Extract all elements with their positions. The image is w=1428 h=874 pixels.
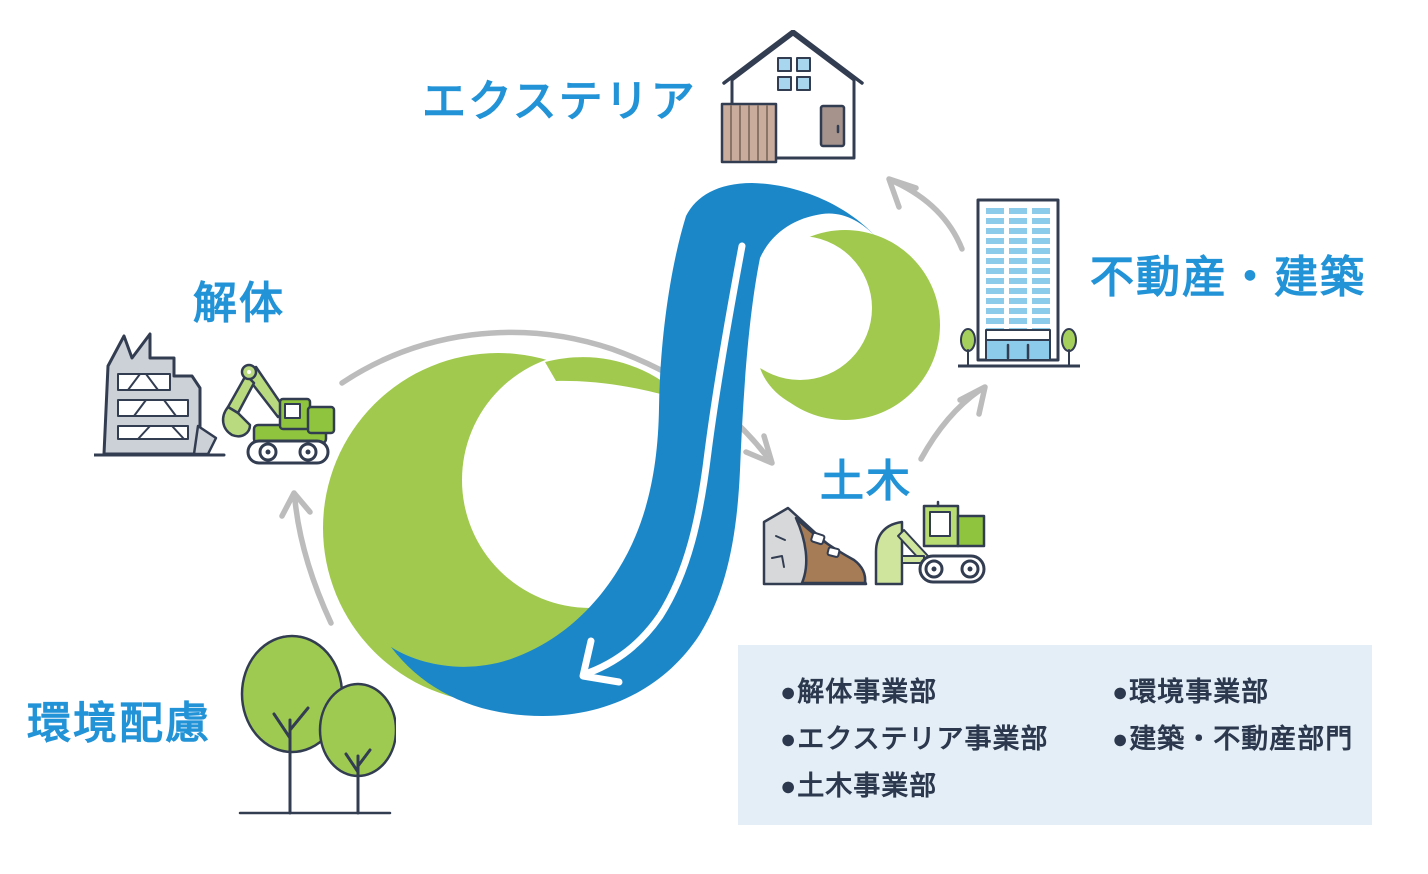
label-real-estate: 不動産・建築 [1090,253,1366,302]
house-door [819,104,846,148]
white-flow-arrow [579,242,746,686]
label-environment: 環境配慮 [27,699,211,748]
label-civil: 土木 [820,457,912,506]
division-item: ●建築・不動産部門 [1112,724,1354,754]
trees-icon [238,634,396,815]
house-icon [720,30,864,164]
bulldozer-icon [874,500,986,586]
label-exterior: エクステリア [422,77,697,126]
house-fence [720,102,778,164]
division-item: ●エクステリア事業部 [780,724,1049,754]
blue-ribbon [391,183,876,716]
excavator-icon [221,363,336,465]
arrow-environment-to-demolition [279,490,334,626]
landslide-icon [762,506,868,586]
divisions-box: ●解体事業部 ●エクステリア事業部 ●土木事業部 ●環境事業部 ●建築・不動産部… [738,645,1372,825]
division-item: ●土木事業部 [780,771,938,801]
division-item: ●解体事業部 [780,677,938,707]
house-windows [777,57,811,91]
arrow-civil-to-realestate [918,384,988,462]
division-item: ●環境事業部 [1112,677,1270,707]
label-demolition: 解体 [193,279,285,328]
office-building-icon [958,198,1080,368]
arrow-realestate-to-exterior [886,176,965,252]
demolished-building-icon [94,332,226,457]
green-crescent-right [728,230,940,420]
demolition-holes [117,373,189,440]
building-trees [960,328,1077,367]
